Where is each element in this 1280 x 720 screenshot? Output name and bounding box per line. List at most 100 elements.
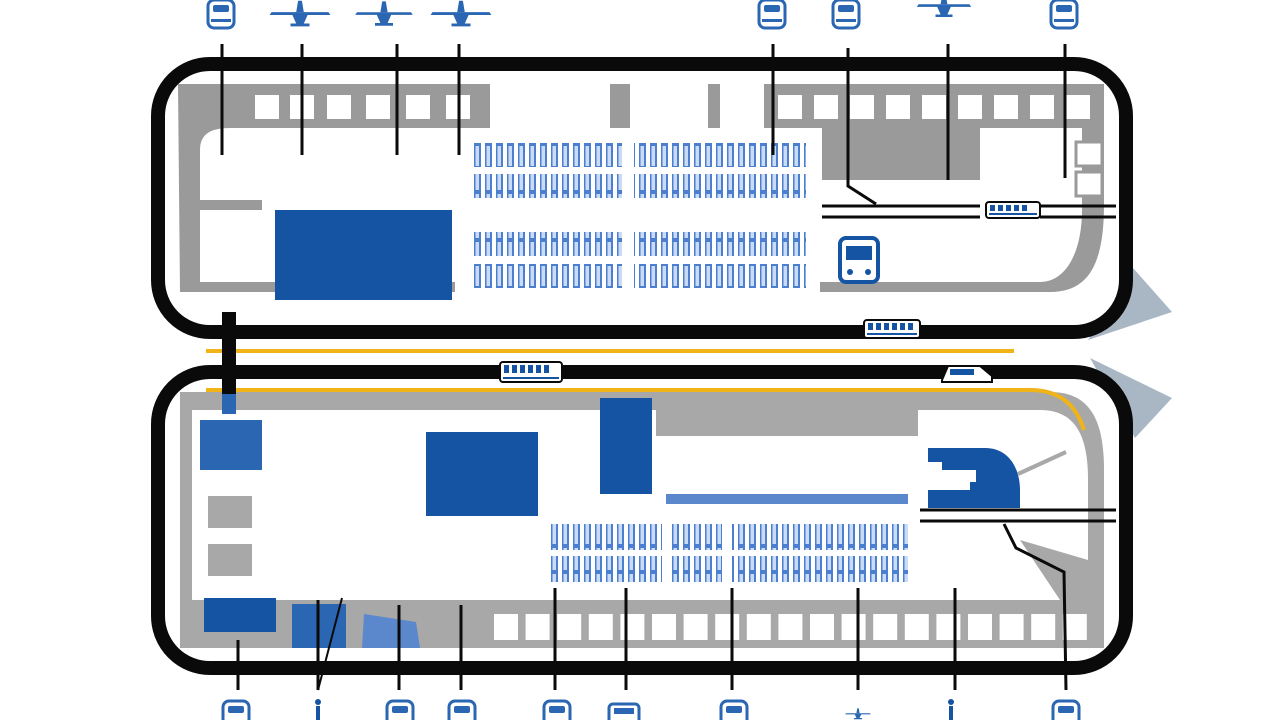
bottom-blue-square — [426, 432, 538, 516]
window — [652, 614, 676, 640]
window — [525, 614, 550, 640]
top-road-lines — [822, 48, 1116, 219]
shuttle-bus-icon — [985, 201, 1041, 219]
window — [1030, 95, 1054, 119]
shuttle-bus-icon — [941, 365, 993, 383]
bottom-gray-small — [420, 632, 476, 648]
seat-block-5 — [472, 232, 622, 256]
seat-block-7 — [472, 264, 622, 288]
top-right-gray-room — [822, 128, 980, 180]
leader-line — [317, 597, 343, 691]
leader-lines — [220, 44, 1067, 691]
window — [255, 95, 279, 119]
bottom-gate-line — [1017, 450, 1067, 476]
window — [904, 614, 929, 640]
window — [1062, 614, 1087, 640]
window — [810, 614, 834, 640]
bottom-gray-room — [656, 398, 918, 436]
bottom-blue-4 — [362, 614, 420, 648]
window — [936, 614, 961, 640]
bottom-gate-slot — [940, 470, 976, 482]
bottom-seat-block-3 — [732, 524, 908, 550]
window — [1066, 95, 1090, 119]
window — [327, 95, 351, 119]
shuttle-bus-icon — [863, 319, 921, 339]
bottom-left-blue-2 — [204, 598, 276, 632]
top-blue-block — [275, 210, 452, 300]
bottom-gray-top-strip — [240, 398, 410, 410]
window — [746, 614, 771, 640]
window — [968, 614, 992, 640]
window — [958, 95, 982, 119]
bottom-left-blue-1 — [200, 420, 262, 470]
window — [814, 95, 838, 119]
top-right-boxes — [1074, 140, 1104, 168]
window — [588, 614, 613, 640]
bottom-building-floor — [192, 410, 1088, 600]
airplane-icon — [355, 1, 413, 26]
left-connector — [222, 312, 236, 394]
yellow-route-bottom — [206, 388, 1086, 431]
top-building-left-bay — [200, 128, 262, 200]
car-icon — [206, 0, 236, 30]
window — [620, 614, 645, 640]
top-building-wall-gap-2 — [630, 84, 708, 128]
seat-block-1 — [472, 143, 622, 167]
car-icon — [831, 0, 861, 30]
window — [778, 614, 803, 640]
bottom-seat-block-4 — [550, 556, 662, 582]
left-connector-blue — [222, 394, 236, 414]
seat-block-3 — [472, 174, 622, 198]
window — [850, 95, 874, 119]
window — [999, 614, 1024, 640]
window — [886, 95, 910, 119]
middle-corridor — [206, 312, 1086, 431]
airplane-icon — [845, 708, 871, 720]
window — [494, 614, 518, 640]
window — [778, 95, 802, 119]
top-right-boxes-2 — [1074, 170, 1104, 198]
person-icon — [948, 699, 954, 720]
bottom-left-gray-1 — [208, 496, 252, 528]
seat-block-6 — [634, 232, 806, 256]
window — [922, 95, 946, 119]
airplane-icon — [430, 0, 492, 27]
car-icon — [1051, 699, 1081, 720]
window — [406, 95, 430, 119]
top-building-wall-gap-3 — [720, 84, 764, 128]
bottom-blue-bar — [666, 494, 908, 504]
bottom-blue-tall — [600, 398, 652, 494]
bottom-seat-block-6 — [732, 556, 908, 582]
bottom-seat-block-5 — [672, 556, 722, 582]
vehicle-layer — [499, 201, 1041, 383]
car-icon — [1049, 0, 1079, 30]
window — [994, 95, 1018, 119]
bottom-left-gray-2 — [208, 544, 252, 576]
car-icon — [757, 0, 787, 30]
car-icon — [542, 699, 572, 720]
airplane-icon — [916, 0, 972, 18]
seat-block-8 — [634, 264, 806, 288]
window — [366, 95, 390, 119]
icon-layer — [206, 0, 1081, 720]
window — [683, 614, 708, 640]
car-icon — [385, 699, 415, 720]
seat-block-4 — [634, 174, 806, 198]
shuttle-bus-icon — [499, 361, 563, 383]
bus-icon — [607, 702, 641, 720]
bus-front-icon — [838, 236, 880, 284]
bottom-road-lines — [920, 508, 1116, 691]
seat-block-2 — [634, 143, 806, 167]
window — [1031, 614, 1056, 640]
window — [715, 614, 740, 640]
window — [873, 614, 898, 640]
bottom-seat-block-1 — [550, 524, 662, 550]
car-icon — [447, 699, 477, 720]
top-building-wall-gap — [490, 84, 610, 128]
airplane-icon — [269, 0, 331, 27]
bottom-seat-block-2 — [672, 524, 722, 550]
window — [841, 614, 866, 640]
bottom-building — [151, 365, 1133, 691]
